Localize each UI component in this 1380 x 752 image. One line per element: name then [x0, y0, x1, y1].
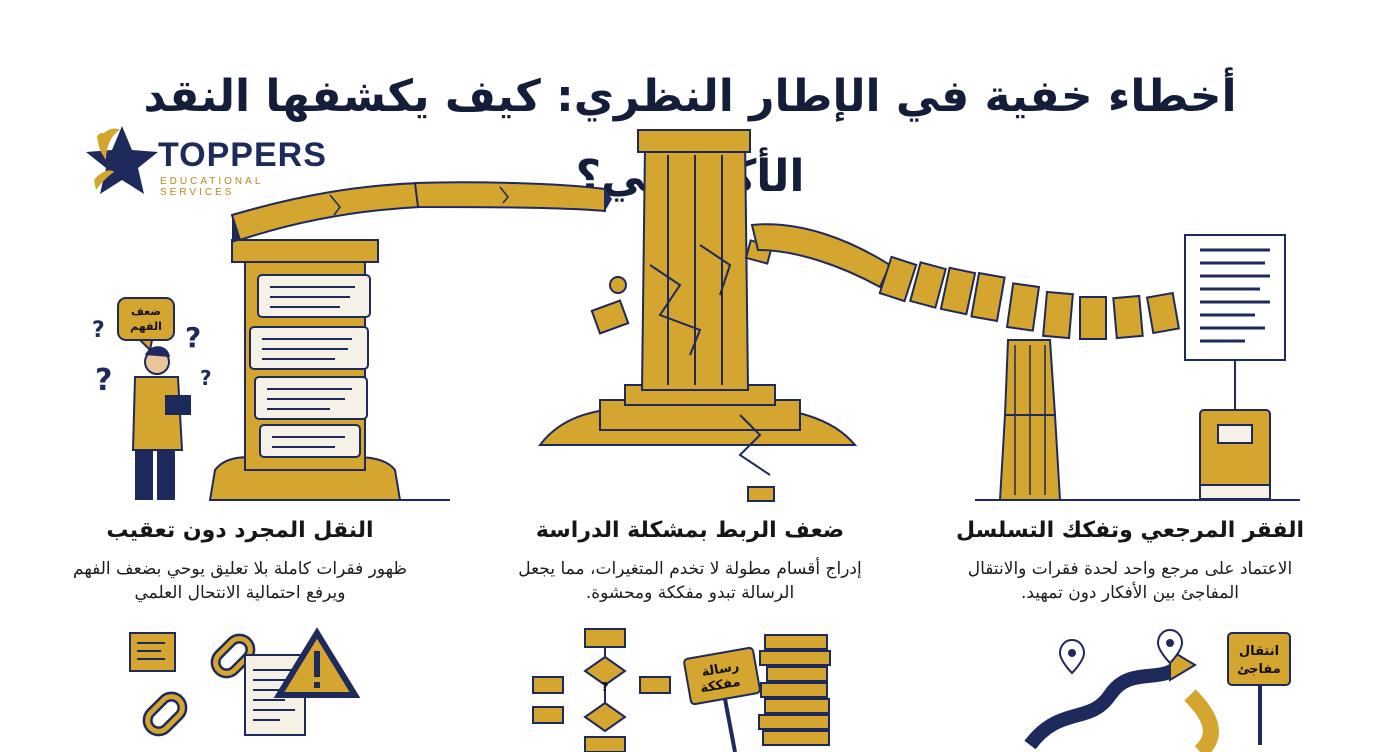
- broken-chain-icon: [145, 636, 253, 734]
- star-logo-icon: [86, 126, 158, 194]
- section-body: ظهور فقرات كاملة بلا تعليق يوحي بضعف الف…: [73, 559, 407, 603]
- thinking-person: [131, 346, 191, 500]
- section-title: النقل المجرد دون تعقيب: [106, 518, 374, 543]
- thesis-icon-group: ? رسالة مفككة: [532, 628, 831, 752]
- document-icon: [1184, 234, 1286, 410]
- document-icon: [244, 654, 306, 736]
- location-pin-icon: [1156, 628, 1184, 665]
- bubble-line-1: ضعف: [131, 305, 161, 318]
- plagiarism-icon-group: [129, 627, 361, 737]
- section-title: الفقر المرجعي وتفكك التسلسل: [955, 518, 1305, 543]
- speech-bubble: ضعف الفهم: [117, 297, 175, 353]
- logo-wordmark: TOPPERS: [158, 136, 327, 174]
- question-mark-icon: ?: [92, 318, 105, 343]
- transition-icon-group: انتقال مفاجئ: [1024, 628, 1291, 752]
- section-weak-link: ضعف الربط بمشكلة الدراسة إدراج أقسام مطو…: [510, 515, 870, 605]
- broken-bridge-illustration: ضعف الفهم ? ? ? ?: [92, 129, 1300, 502]
- svg-text:?: ?: [602, 680, 609, 694]
- sign-line-1: انتقال: [1239, 644, 1279, 659]
- sign-line-1: رسالة: [700, 659, 740, 680]
- book-icon: [1199, 409, 1271, 500]
- right-broken-bridge: [750, 223, 1181, 501]
- section-abstract-copying: النقل المجرد دون تعقيب ظهور فقرات كاملة …: [60, 515, 420, 605]
- book-stack-icon: [758, 634, 831, 746]
- logo-tagline: EDUCATIONAL SERVICES: [160, 176, 264, 198]
- bubble-line-2: الفهم: [130, 320, 162, 333]
- question-mark-icon: ?: [200, 366, 212, 390]
- sign-line-2: مفككة: [699, 675, 741, 697]
- sign-line-2: مفاجئ: [1237, 662, 1281, 677]
- left-paper-column: [208, 239, 402, 501]
- winding-path-icon: [1024, 659, 1185, 750]
- document-icon: [129, 632, 176, 672]
- warning-icon: [273, 627, 361, 698]
- sign-transition: انتقال مفاجئ: [1227, 632, 1291, 745]
- left-arch: [230, 181, 612, 243]
- section-body: إدراج أقسام مطولة لا تخدم المتغيرات، مما…: [518, 559, 862, 603]
- section-reference-poverty: الفقر المرجعي وتفكك التسلسل الاعتماد على…: [950, 515, 1310, 605]
- center-cracked-column: [537, 129, 858, 502]
- question-mark-icon: ?: [185, 321, 201, 354]
- toppers-logo: TOPPERS EDUCATIONAL SERVICES: [80, 120, 340, 200]
- flowchart-icon: ?: [532, 628, 671, 752]
- location-pin-icon: [1058, 638, 1086, 675]
- section-body: الاعتماد على مرجع واحد لحدة فقرات والانت…: [967, 559, 1293, 603]
- section-title: ضعف الربط بمشكلة الدراسة: [535, 518, 845, 543]
- sign-thesis: رسالة مفككة: [683, 646, 761, 752]
- question-mark-icon: ?: [95, 363, 112, 398]
